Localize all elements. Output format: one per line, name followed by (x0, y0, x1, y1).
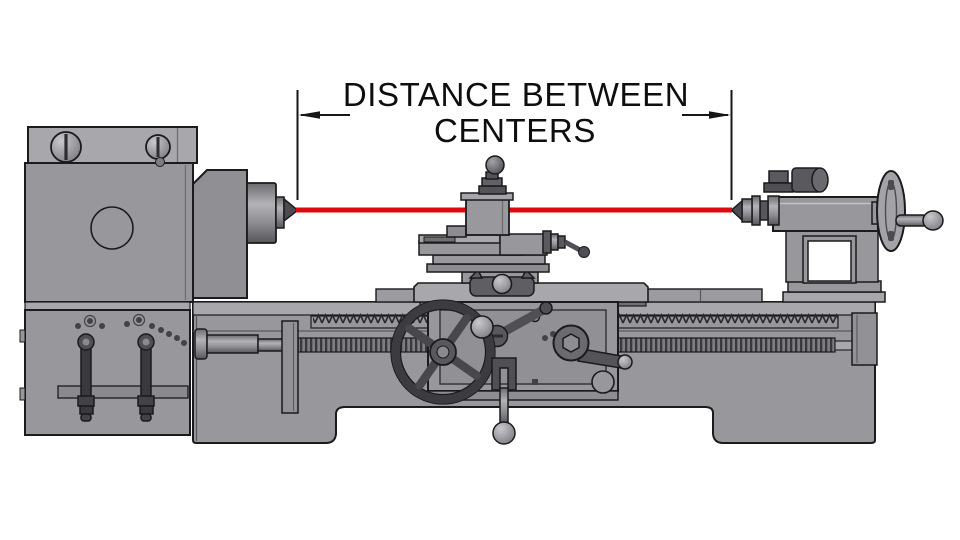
carriage-handwheel (390, 299, 496, 405)
headstock-window-circle (90, 206, 134, 250)
headstock-center (283, 197, 298, 223)
arrowhead-left-icon (298, 111, 320, 119)
apron-boss-circle (591, 370, 615, 394)
cross-slide-stack (418, 155, 590, 297)
tool-post-lever (478, 155, 507, 195)
gear-position-dots (75, 313, 187, 346)
headstock-cabinet-divider (24, 301, 191, 311)
apron-dot-1 (542, 335, 548, 341)
compound-crank (542, 230, 590, 258)
arrowhead-right-icon (709, 111, 731, 119)
tailstock (731, 167, 944, 303)
gear-lever-left (77, 333, 95, 422)
headstock-cabinet (24, 309, 191, 436)
spindle-housing (246, 182, 277, 244)
distance-label-line2: CENTERS (434, 112, 596, 149)
carriage (375, 155, 763, 445)
cap-screw-left (50, 131, 82, 163)
leadscrew-end-bracket (851, 312, 878, 366)
apron-bell-crank (552, 324, 633, 370)
tailstock-center (731, 199, 743, 222)
handwheel-handle-knob (470, 315, 494, 339)
apron-plunger (491, 357, 517, 445)
tool-post-box (465, 198, 510, 236)
tailstock-window-opening (807, 240, 852, 282)
gear-lever-right (137, 333, 155, 422)
apron-dot-3 (532, 379, 538, 385)
distance-label-line1: DISTANCE BETWEEN (343, 76, 689, 113)
leadscrew-end-stub (834, 340, 854, 351)
handwheel-spokes (405, 314, 481, 390)
tailstock-handwheel (871, 170, 944, 252)
leadscrew-hanger-bracket (281, 320, 299, 414)
dimension-annotation: DISTANCE BETWEEN CENTERS (296, 76, 733, 200)
tailstock-base-plate-lower (782, 291, 886, 303)
tailstock-quill (741, 195, 780, 226)
cross-slide-stop (446, 225, 467, 238)
tailstock-handle-knob (922, 210, 944, 231)
compound-extension (499, 233, 548, 256)
tool-post-ball-knob (485, 155, 505, 175)
headstock-body (24, 162, 194, 303)
cap-screw-right (145, 134, 171, 167)
headstock (19, 126, 298, 436)
headstock-gear-cover (192, 169, 248, 299)
machine-root: DISTANCE BETWEEN CENTERS (19, 76, 944, 445)
cabinet-tab-upper (19, 329, 26, 343)
tailstock-barrel-housing (772, 196, 879, 232)
spindle-step (275, 196, 285, 229)
tailstock-clamp-knobs (763, 167, 829, 193)
cabinet-tab-lower (19, 387, 26, 401)
